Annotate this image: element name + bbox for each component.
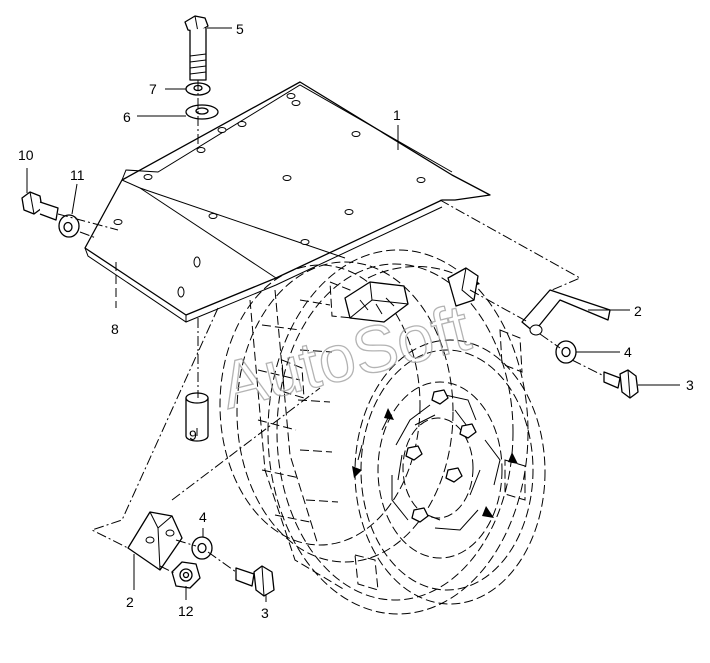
flat-washer-top <box>185 104 219 120</box>
bracket-left <box>127 511 183 571</box>
mounting-plate <box>84 81 491 323</box>
bolt-lower <box>235 565 275 597</box>
callout-6: 6 <box>123 109 131 125</box>
assembly-lines <box>57 80 605 575</box>
callout-11: 11 <box>70 167 85 183</box>
washer-right <box>555 340 577 364</box>
callout-labels: 5 7 6 1 10 11 8 2 4 3 9 4 2 12 3 <box>18 21 694 621</box>
leader-lines <box>26 27 680 602</box>
callout-3-right: 3 <box>686 377 694 393</box>
nut-left <box>171 561 201 589</box>
bolt-top <box>184 15 209 81</box>
bolt-right <box>603 369 639 399</box>
alternator-housing <box>219 249 529 615</box>
callout-7: 7 <box>149 81 157 97</box>
callout-10: 10 <box>18 147 34 163</box>
callout-5: 5 <box>236 21 244 37</box>
callout-1: 1 <box>393 107 401 123</box>
callout-2-right: 2 <box>634 303 642 319</box>
connector-block <box>344 267 479 323</box>
callout-2-left: 2 <box>126 594 134 610</box>
callout-9: 9 <box>189 427 197 443</box>
callout-8: 8 <box>111 321 119 337</box>
spacer-sleeve <box>185 392 209 442</box>
callout-4-right: 4 <box>624 344 632 360</box>
washer-left <box>58 214 80 238</box>
washer-left-lower <box>191 536 213 560</box>
bolt-left <box>21 191 59 221</box>
callout-4-left: 4 <box>199 509 207 525</box>
callout-3-left: 3 <box>261 605 269 621</box>
callout-12: 12 <box>178 603 194 619</box>
bracket-right <box>521 289 611 336</box>
